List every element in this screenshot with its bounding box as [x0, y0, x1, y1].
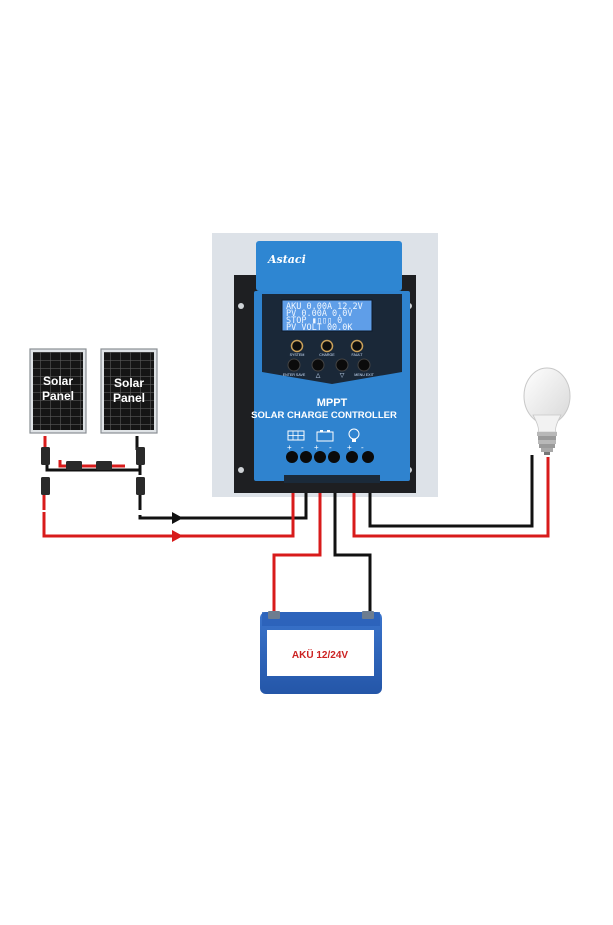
wires [42, 436, 550, 618]
enter-button[interactable] [287, 358, 301, 372]
battery-terminal-icon [316, 430, 334, 442]
battery-positive-wire [272, 480, 322, 618]
polarity-label: + [314, 443, 319, 452]
mc4-connector-icon [136, 477, 145, 495]
pv-negative-wire [138, 480, 308, 520]
lcd-display [281, 299, 373, 332]
battery-negative-terminal [362, 611, 374, 619]
solar-terminal-icon [287, 430, 305, 441]
lcd-line-1: AKU 0.00A 12.2V [286, 302, 363, 312]
solar-panel-1: Solar Panel [29, 348, 87, 434]
mc4-connector-icon [136, 447, 145, 465]
brand-logo-text: Astaci [267, 253, 306, 266]
up-button[interactable] [311, 358, 325, 372]
polarity-label: + [287, 443, 292, 452]
mc4-connector-icon [41, 477, 50, 495]
mc4-connector-icon [41, 447, 50, 465]
mc4-connector-icon [96, 461, 112, 470]
lcd-line-2: PV 0.00A 0.0V [286, 309, 353, 319]
mc4-connectors [41, 447, 145, 495]
button-label-enter: ENTER SAVE [283, 373, 306, 377]
battery-positive-terminal [268, 611, 280, 619]
panel1-label-line1: Solar [43, 374, 73, 388]
lcd-line-4: PV VOLT 00.0K [286, 323, 353, 333]
controller-top-cap [256, 241, 402, 291]
lightbulb-icon [523, 367, 571, 455]
fault-led-icon [350, 339, 364, 353]
terminal-block [286, 451, 374, 463]
panel2-label-line1: Solar [114, 376, 144, 390]
terminal-openings [284, 475, 380, 483]
down-button[interactable] [335, 358, 349, 372]
menu-button[interactable] [357, 358, 371, 372]
led-label-charge: CHARGE [319, 353, 335, 357]
button-label-down: ▽ [340, 373, 345, 379]
button-label-up: △ [316, 373, 321, 379]
pv-negative-arrow [172, 512, 183, 524]
mc4-connector-icon [66, 461, 82, 470]
polarity-label: + [347, 443, 352, 452]
load-negative-wire [368, 455, 534, 528]
lcd-line-3: STOP ▮▯▯▯ 0 [286, 316, 342, 326]
battery-label-plate [267, 630, 374, 676]
led-label-system: SYSTEM [290, 353, 305, 357]
solar-panel-2: Solar Panel [100, 348, 158, 434]
panel2-label-line2: Panel [113, 391, 145, 405]
load-positive-wire [352, 457, 550, 538]
battery: AKÜ 12/24V [260, 611, 382, 694]
lamp-terminal-icon [348, 428, 360, 442]
system-led-icon [290, 339, 304, 353]
pv-positive-wire [42, 480, 295, 538]
controller-subtitle: SOLAR CHARGE CONTROLLER [251, 410, 397, 421]
charge-controller: Astaci AKU 0.00A 12.2V PV 0.00A 0.0V STO… [234, 241, 416, 493]
panel1-label-line2: Panel [42, 389, 74, 403]
controller-title: MPPT [317, 397, 348, 409]
battery-label: AKÜ 12/24V [292, 648, 348, 661]
polarity-label: - [361, 443, 364, 452]
pv-positive-arrow [172, 530, 183, 542]
polarity-label: - [329, 443, 332, 452]
polarity-label: - [301, 443, 304, 452]
button-label-menu: MENU EXIT [354, 373, 374, 377]
led-label-fault: FAULT [352, 353, 364, 357]
battery-negative-wire [333, 480, 372, 618]
charge-led-icon [320, 339, 334, 353]
